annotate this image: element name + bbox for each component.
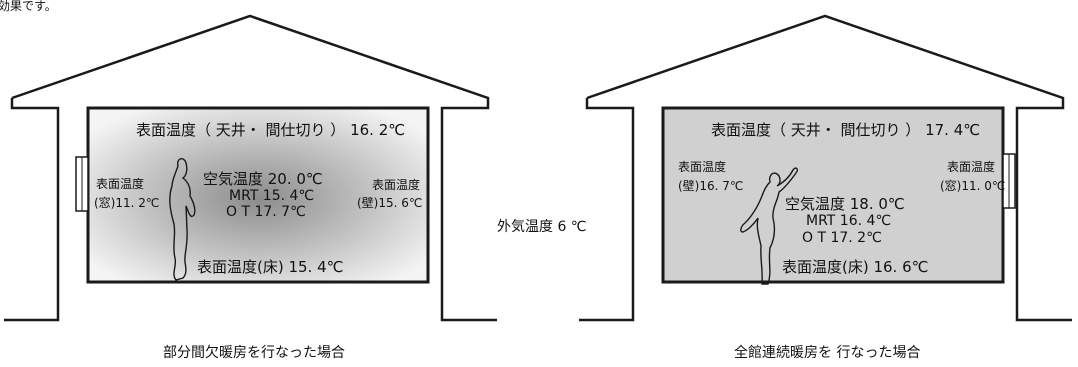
left-caption: 部分間欠暖房を行なった場合	[163, 345, 345, 361]
right-window-value: (窓)11. 0℃	[940, 179, 1006, 193]
right-caption: 全館連続暖房を 行なった場合	[734, 345, 921, 361]
right-floor-temp: 表面温度(床) 16. 6℃	[782, 258, 929, 276]
left-window-value: (窓)11. 2℃	[94, 196, 160, 210]
left-ceiling-temp: 表面温度（ 天井・ 間仕切り ） 16. 2℃	[136, 121, 406, 139]
left-roof-left	[4, 98, 60, 322]
right-mrt: MRT 16. 4℃	[806, 213, 892, 229]
left-mrt: MRT 15. 4℃	[229, 188, 315, 204]
left-floor-temp: 表面温度(床) 15. 4℃	[197, 258, 344, 276]
right-person-icon	[740, 167, 798, 285]
left-window-label: 表面温度	[96, 177, 145, 191]
intro-text: 効果です。	[0, 0, 57, 13]
right-ceiling-temp: 表面温度（ 天井・ 間仕切り ） 17. 4℃	[711, 121, 981, 139]
right-air-temp: 空気温度 18. 0℃	[785, 195, 905, 213]
right-roof-left	[579, 98, 635, 322]
left-roof	[11, 14, 497, 322]
outside-temperature: 外気温度 6 ℃	[497, 219, 587, 235]
left-house	[4, 14, 497, 322]
left-wall-value: (壁)15. 6℃	[357, 196, 423, 210]
right-wall-label: 表面温度	[678, 160, 727, 174]
right-window-label: 表面温度	[947, 160, 996, 174]
right-room	[661, 106, 1005, 284]
right-roof	[586, 14, 1072, 322]
right-wall-value: (壁)16. 7℃	[678, 179, 744, 193]
right-house	[579, 14, 1072, 322]
right-ot: O T 17. 2℃	[802, 230, 882, 246]
left-ot: O T 17. 7℃	[226, 204, 306, 220]
left-air-temp: 空気温度 20. 0℃	[203, 170, 323, 188]
left-wall-label: 表面温度	[372, 178, 421, 192]
left-person-icon	[169, 158, 196, 281]
